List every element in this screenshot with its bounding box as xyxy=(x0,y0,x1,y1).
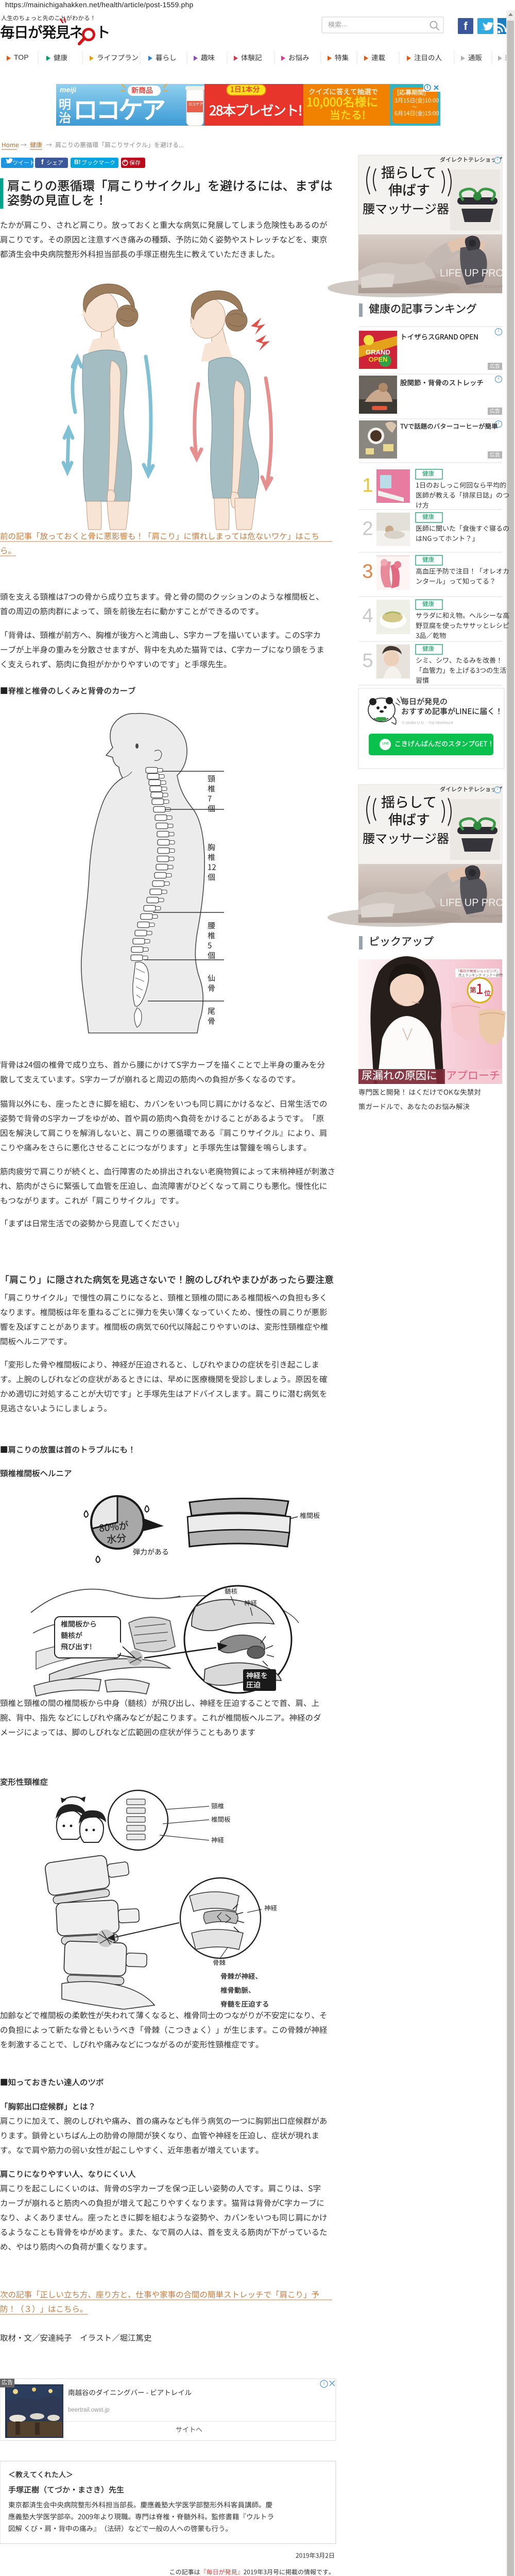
svg-text:4: 4 xyxy=(362,605,373,627)
svg-text:f: f xyxy=(41,158,44,166)
svg-text:i: i xyxy=(497,157,498,162)
svg-text:OPEN: OPEN xyxy=(369,355,388,363)
svg-text:f: f xyxy=(464,20,468,32)
svg-text:meiji: meiji xyxy=(60,86,77,94)
svg-text:TOP: TOP xyxy=(14,53,29,61)
svg-text:3: 3 xyxy=(362,561,373,583)
svg-text:i: i xyxy=(498,376,499,381)
svg-text:i: i xyxy=(323,2381,324,2386)
svg-text:5: 5 xyxy=(362,650,373,672)
svg-text:i: i xyxy=(427,84,428,90)
svg-text:GRAND: GRAND xyxy=(366,348,390,356)
svg-text:i: i xyxy=(497,786,498,791)
svg-text:DIRECT TELESHOP: DIRECT TELESHOP xyxy=(469,914,503,918)
svg-text:i: i xyxy=(498,420,499,426)
svg-text:i: i xyxy=(498,328,499,333)
svg-text:DIRECT TELESHOP: DIRECT TELESHOP xyxy=(469,285,503,289)
svg-text:LIFE UP PRO: LIFE UP PRO xyxy=(440,268,504,279)
svg-text:P: P xyxy=(124,159,127,164)
svg-text:beertrail.owst.jp: beertrail.owst.jp xyxy=(68,2407,110,2413)
svg-text:...: ... xyxy=(341,20,347,28)
svg-text:1: 1 xyxy=(362,475,373,497)
svg-text:B!: B! xyxy=(74,158,81,165)
svg-text:© studio U.G. - Yuji Nishimura: © studio U.G. - Yuji Nishimura xyxy=(402,720,453,725)
svg-text:2: 2 xyxy=(362,518,373,540)
svg-text:https://mainichigahakken.net/h: https://mainichigahakken.net/health/arti… xyxy=(5,1,194,9)
svg-text:LIFE UP PRO: LIFE UP PRO xyxy=(440,897,504,909)
